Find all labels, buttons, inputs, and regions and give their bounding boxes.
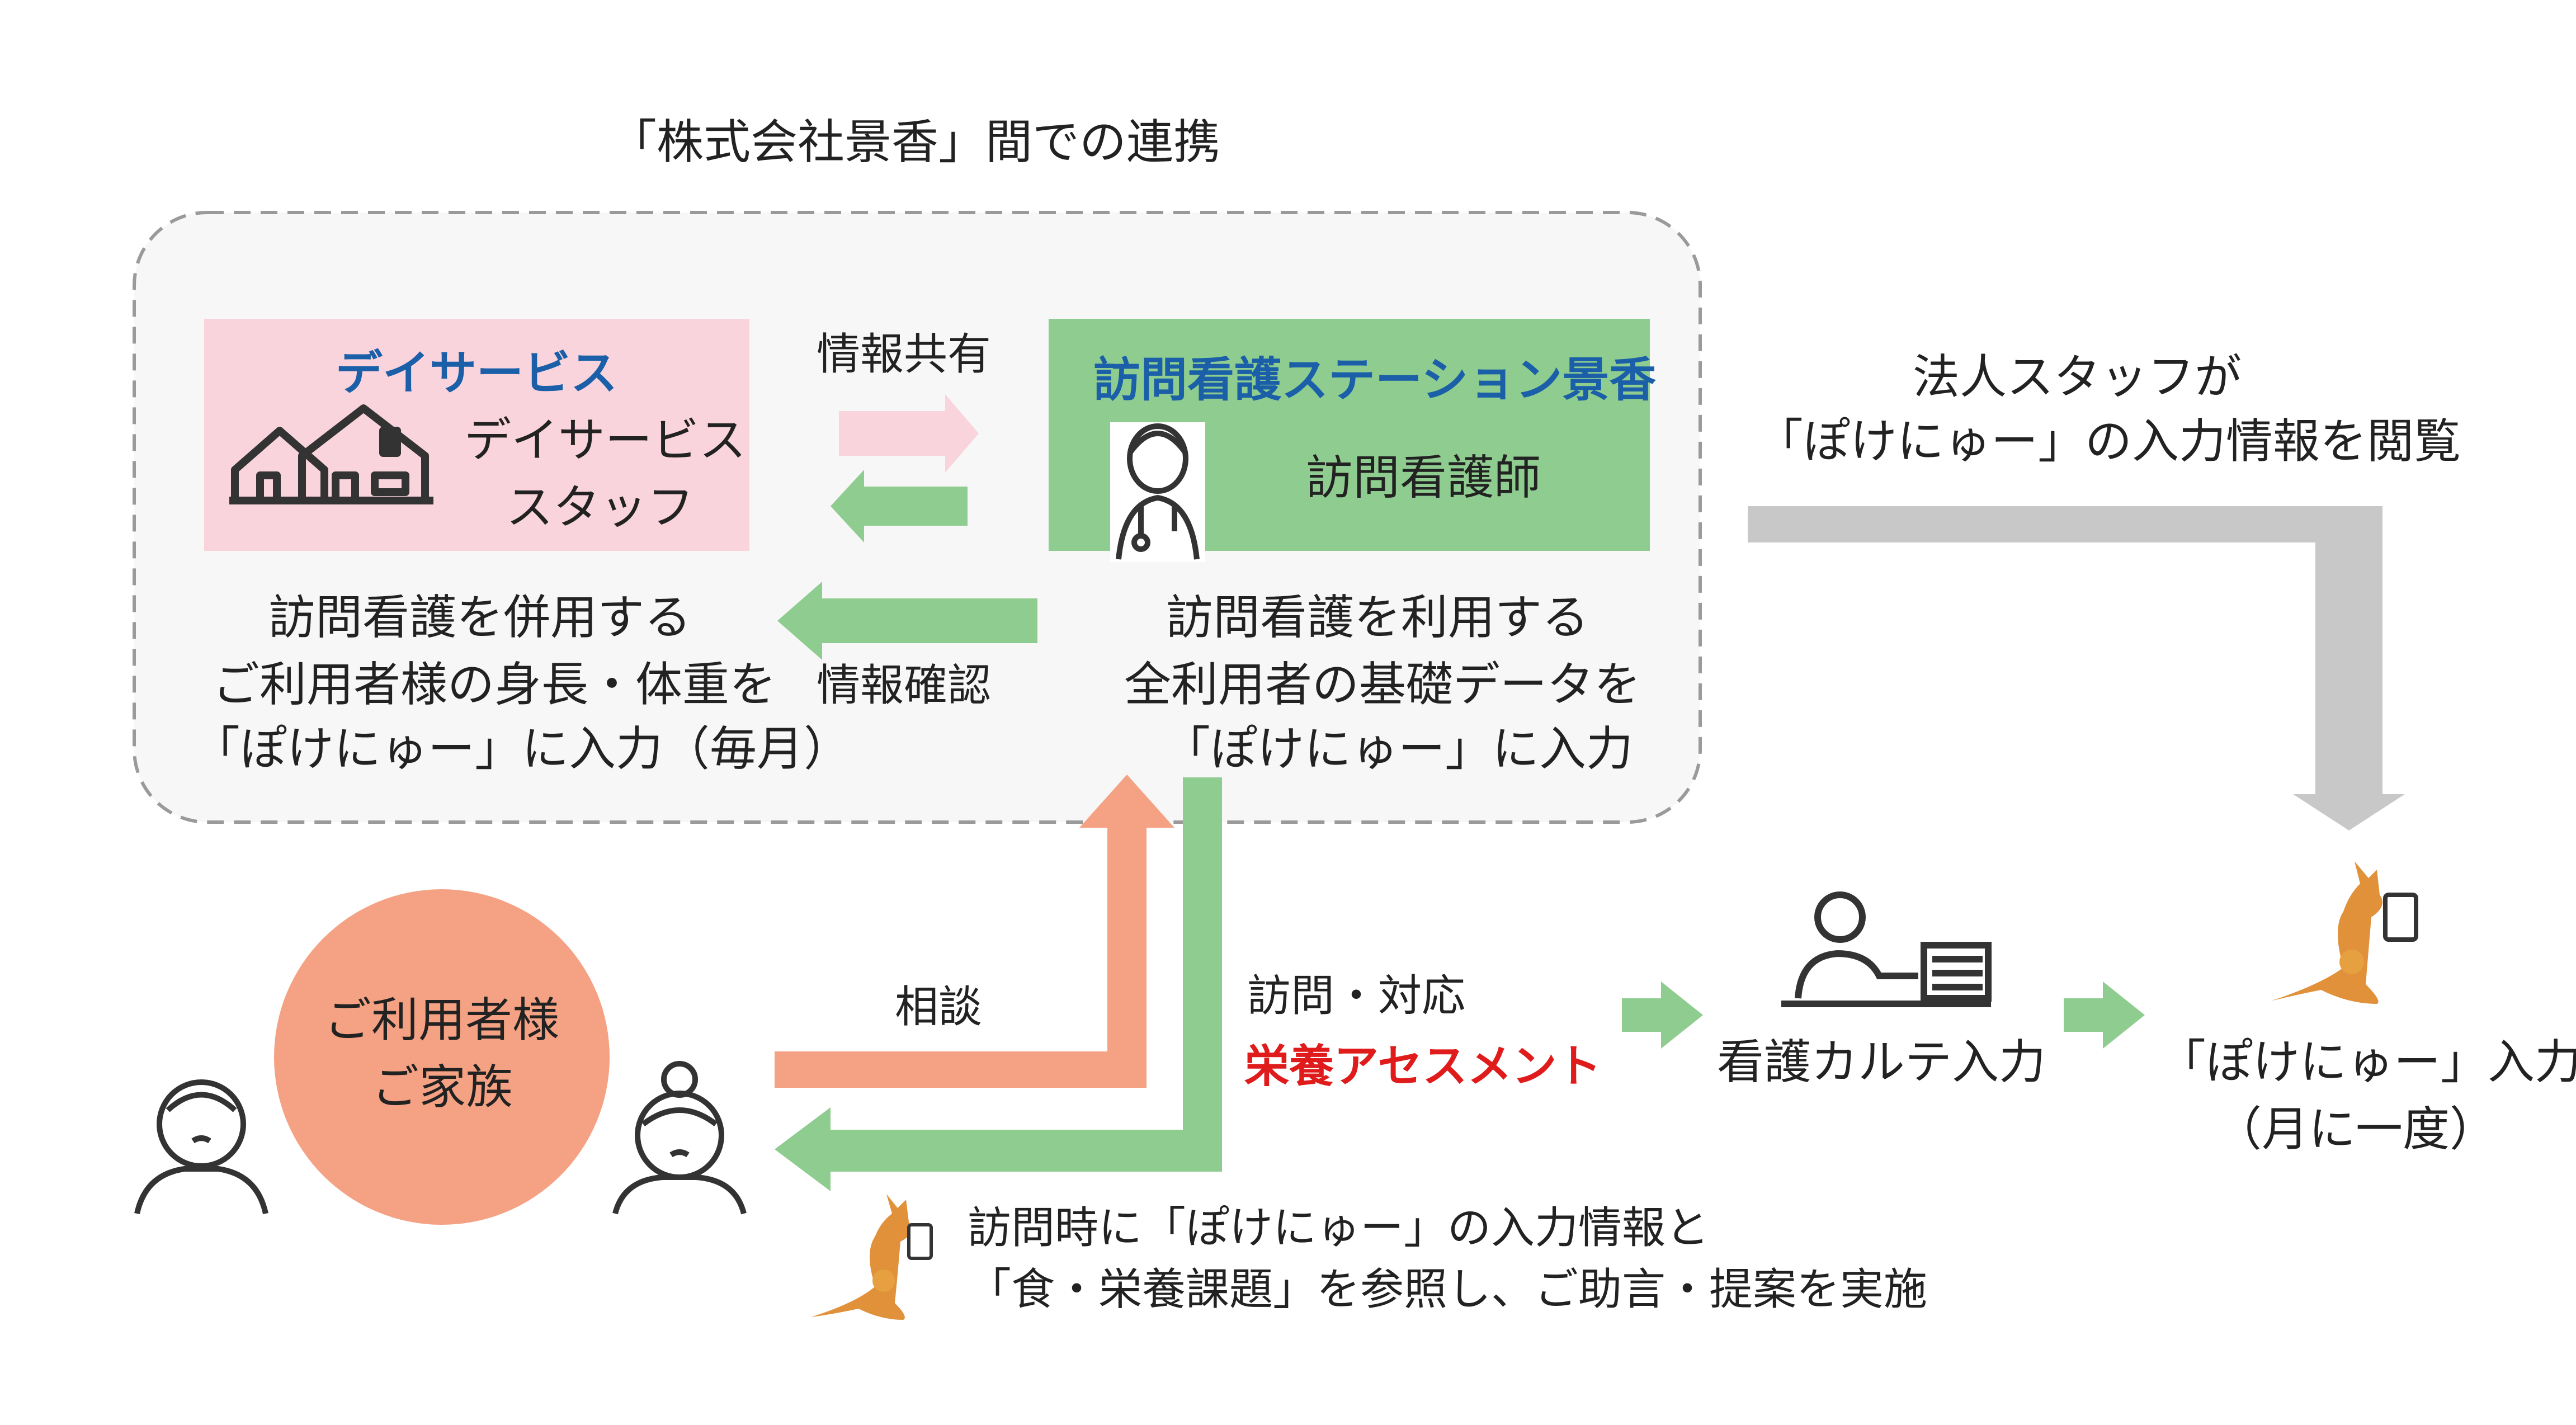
client-line1: ご利用者様 [324, 993, 560, 1047]
kangaroo-small-icon [811, 1194, 933, 1320]
corporate-view-arrow [1748, 506, 2405, 831]
client-line2: ご家族 [372, 1060, 513, 1115]
day-service-staff-line1: デイサービス [464, 413, 747, 468]
bottom-note-line1: 訪問時に「ぽけにゅー」の入力情報と [968, 1203, 1710, 1253]
pokenyu-line2: （月に一度） [2215, 1102, 2497, 1157]
user-woman-icon [612, 1061, 747, 1215]
client-circle [274, 889, 610, 1225]
station-desc-line1: 訪問看護を利用する [1166, 590, 1589, 645]
pokenyu-line1: 「ぽけにゅー」入力 [2159, 1035, 2576, 1089]
info-share-label: 情報共有 [817, 329, 992, 380]
info-share-arrow [839, 394, 979, 473]
diagram-title: 「株式会社景香」間での連携 [610, 115, 1221, 169]
nurse-icon [1110, 422, 1205, 562]
day-service-heading: デイサービス [336, 346, 618, 400]
laptop-user-icon [1781, 891, 1992, 1007]
assessment-label: 栄養アセスメント [1244, 1040, 1602, 1092]
visit-label: 訪問・対応 [1247, 971, 1466, 1021]
karte-arrow [2064, 982, 2145, 1049]
info-confirm-label: 情報確認 [817, 660, 992, 711]
day-service-staff-line2: スタッフ [506, 480, 695, 535]
consult-label: 相談 [895, 982, 983, 1032]
kangaroo-icon [2271, 861, 2418, 1004]
info-return-arrow [831, 470, 968, 542]
user-man-icon [134, 1079, 268, 1215]
corporate-line1: 法人スタッフが [1913, 350, 2242, 404]
consult-arrow [775, 775, 1174, 1088]
info-confirm-arrow [777, 582, 1037, 660]
bottom-note-line2: 「食・栄養課題」を参照し、ご助言・提案を実施 [968, 1264, 1928, 1315]
karte-label: 看護カルテ入力 [1717, 1035, 2046, 1089]
day-service-desc-line2: ご利用者様の身長・体重を [213, 657, 777, 712]
corporate-line2: 「ぽけにゅー」の入力情報を閲覧 [1756, 414, 2461, 469]
day-service-box [204, 319, 749, 551]
house-icon [229, 404, 433, 504]
assessment-arrow [1622, 982, 1703, 1049]
visit-arrow [775, 777, 1222, 1191]
station-heading: 訪問看護ステーション景香 [1093, 352, 1657, 407]
day-service-desc-line3: 「ぽけにゅー」に入力（毎月） [193, 721, 851, 776]
station-desc-line3: 「ぽけにゅー」に入力 [1163, 721, 1634, 776]
day-service-desc-line1: 訪問看護を併用する [268, 590, 692, 645]
station-staff: 訪問看護師 [1306, 450, 1541, 505]
station-desc-line2: 全利用者の基礎データを [1124, 657, 1641, 712]
